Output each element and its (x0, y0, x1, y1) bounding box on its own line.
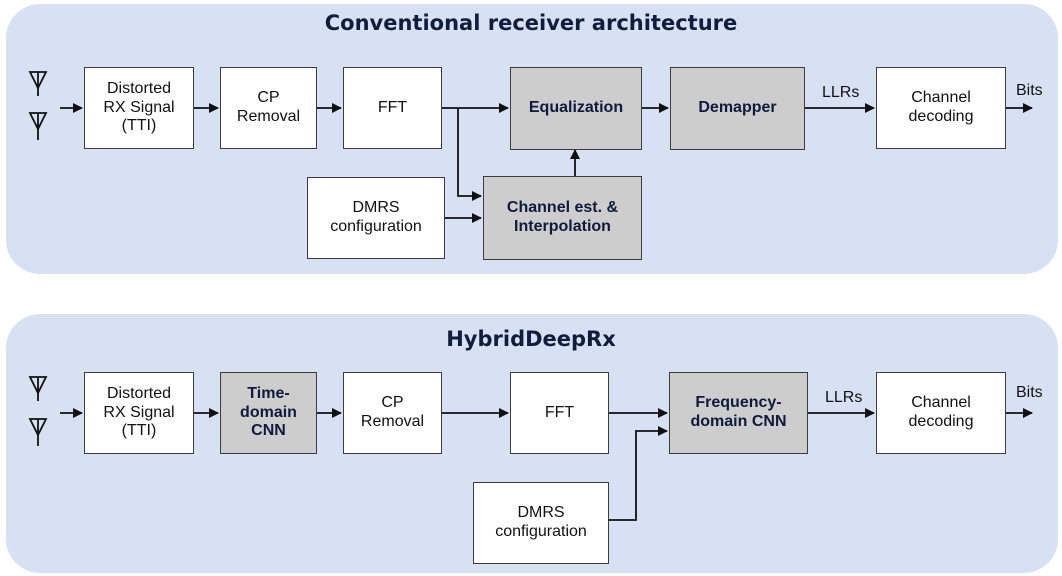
cp-removal-block: CP Removal (220, 67, 317, 149)
rx-signal-block: Distorted RX Signal (TTI) (84, 372, 194, 454)
fft-block: FFT (343, 67, 442, 149)
dmrs-config-block: DMRS configuration (307, 177, 445, 259)
equalization-block: Equalization (510, 67, 642, 150)
cp-removal-label: CP Removal (360, 394, 425, 430)
dmrs-config-label: DMRS configuration (330, 199, 422, 235)
llrs-label: LLRs (825, 389, 863, 406)
channel-decoding-label: Channel decoding (908, 89, 974, 125)
cp-removal-block: CP Removal (343, 372, 442, 454)
time-domain-cnn-label: Time- domain CNN (240, 384, 297, 440)
fft-label: FFT (544, 403, 575, 421)
dmrs-config-label: DMRS configuration (495, 504, 587, 540)
channel-decoding-block: Channel decoding (876, 67, 1006, 149)
hybriddeeprx-title: HybridDeepRx (446, 327, 616, 351)
llrs-label: LLRs (822, 84, 860, 101)
rx-signal-block: Distorted RX Signal (TTI) (84, 67, 194, 149)
demapper-label: Demapper (698, 99, 777, 117)
equalization-label: Equalization (528, 99, 624, 117)
antenna-icon (28, 376, 48, 401)
antenna-icon (28, 418, 48, 446)
channel-decoding-block: Channel decoding (876, 372, 1006, 454)
time-domain-cnn-block: Time- domain CNN (220, 372, 317, 454)
frequency-domain-cnn-block: Frequency- domain CNN (669, 372, 808, 454)
antenna-icon (28, 71, 48, 96)
channel-est-label: Channel est. & Interpolation (506, 199, 619, 235)
bits-label: Bits (1016, 384, 1043, 401)
bits-label: Bits (1016, 82, 1043, 99)
rx-signal-label: Distorted RX Signal (TTI) (103, 79, 175, 135)
dmrs-config-block: DMRS configuration (473, 482, 609, 564)
conventional-title: Conventional receiver architecture (324, 11, 738, 35)
cp-removal-label: CP Removal (236, 89, 301, 125)
fft-label: FFT (377, 98, 408, 116)
fft-block: FFT (510, 372, 609, 454)
antenna-icon (28, 112, 48, 140)
channel-decoding-label: Channel decoding (908, 394, 974, 430)
rx-signal-label: Distorted RX Signal (TTI) (103, 384, 175, 440)
demapper-block: Demapper (670, 67, 805, 150)
channel-est-block: Channel est. & Interpolation (483, 176, 642, 260)
frequency-domain-cnn-label: Frequency- domain CNN (690, 394, 787, 430)
